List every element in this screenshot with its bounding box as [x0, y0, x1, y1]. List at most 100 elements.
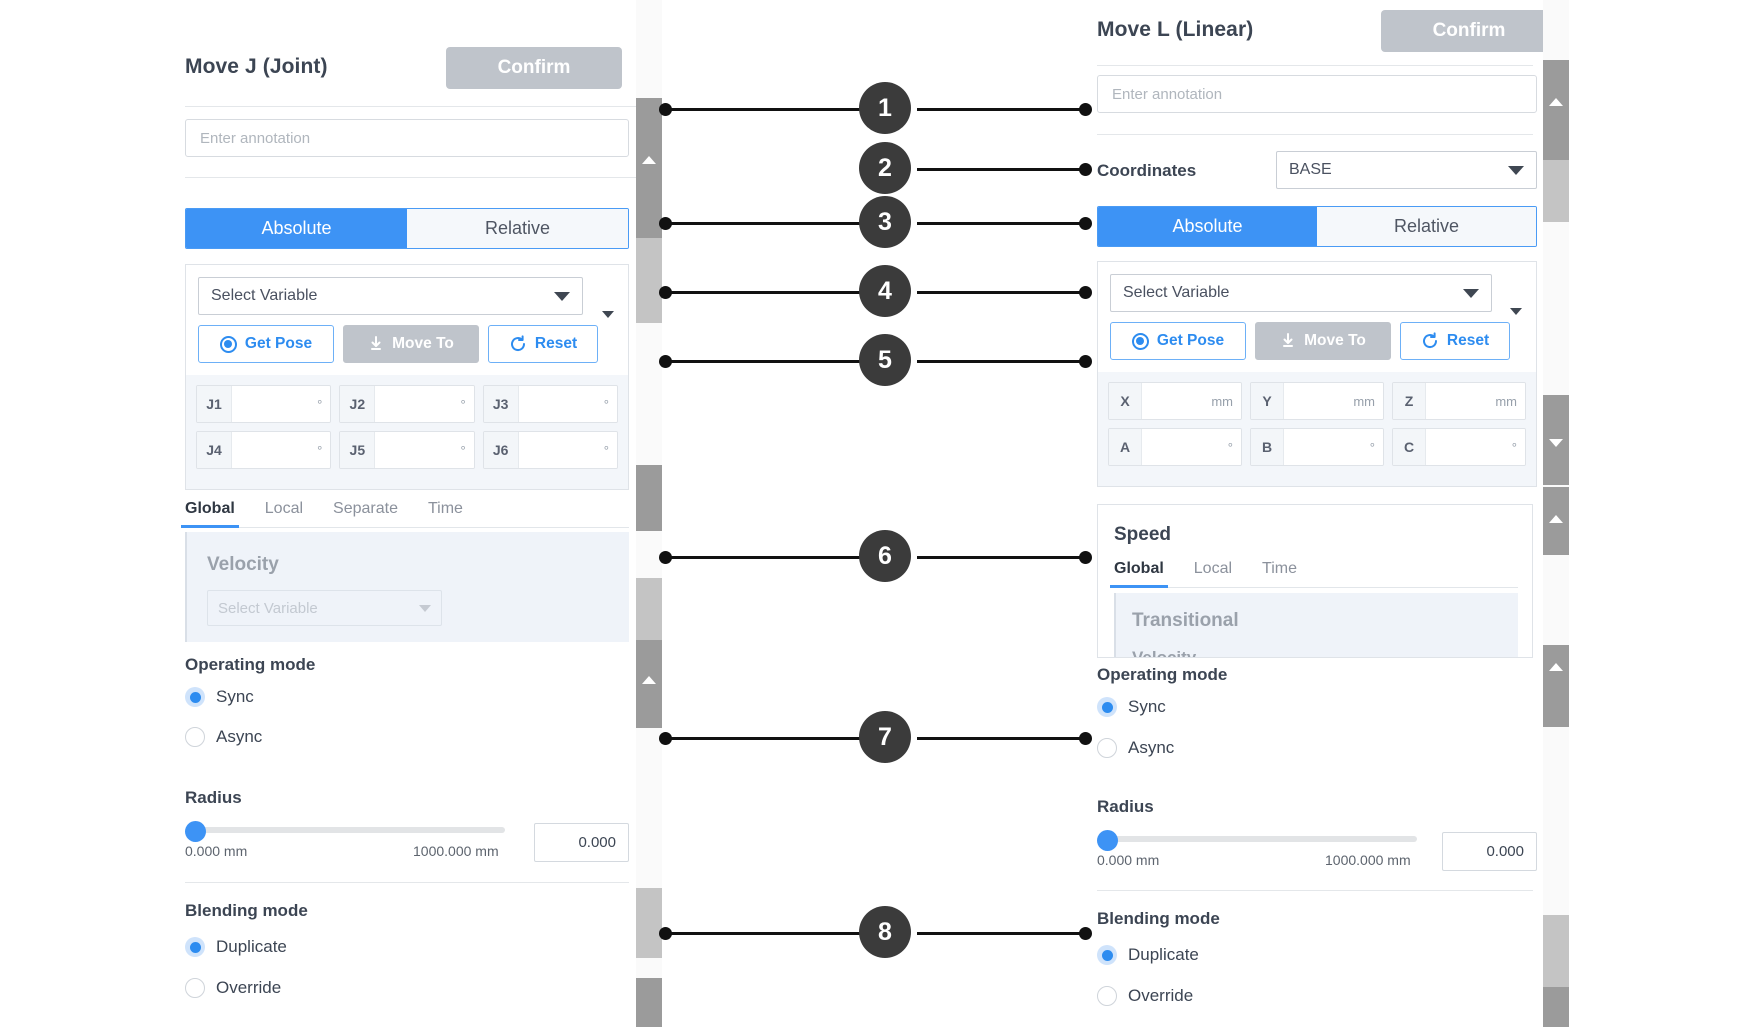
- move-l-radius-value-input[interactable]: 0.000: [1442, 832, 1537, 871]
- move-j-speed-tabs[interactable]: Global Local Separate Time: [181, 500, 629, 528]
- move-j-operating-async-option[interactable]: Async: [185, 727, 262, 747]
- reset-label: Reset: [534, 335, 578, 352]
- callout-line: [917, 360, 1085, 363]
- move-l-variable-select[interactable]: Select Variable: [1110, 274, 1492, 312]
- joint-field-j2[interactable]: J2 °: [339, 385, 475, 423]
- scrollbar-thumb[interactable]: [636, 465, 662, 531]
- scrollbar-track[interactable]: [1543, 915, 1569, 987]
- tab-global[interactable]: Global: [1110, 560, 1168, 588]
- scrollbar-thumb[interactable]: [636, 978, 662, 1027]
- joint-field-j3[interactable]: J3 °: [482, 385, 618, 423]
- scroll-up-icon[interactable]: [642, 676, 656, 684]
- tab-absolute[interactable]: Absolute: [186, 209, 407, 248]
- move-j-radius-value-input[interactable]: 0.000: [534, 823, 629, 862]
- scrollbar-track[interactable]: [636, 578, 662, 640]
- joint-label: J3: [483, 386, 519, 422]
- move-l-coordinates-label: Coordinates: [1097, 161, 1197, 180]
- move-l-reset-button[interactable]: Reset: [1400, 322, 1510, 360]
- pose-field-a[interactable]: A °: [1108, 428, 1242, 466]
- joint-unit: °: [518, 386, 617, 422]
- move-l-get-pose-button[interactable]: Get Pose: [1110, 322, 1246, 360]
- tab-global[interactable]: Global: [181, 500, 239, 528]
- move-j-get-pose-button[interactable]: Get Pose: [198, 325, 334, 363]
- move-l-mode-segmented[interactable]: Absolute Relative: [1097, 206, 1537, 247]
- joint-field-j1[interactable]: J1 °: [196, 385, 332, 423]
- move-l-radius-slider[interactable]: [1097, 830, 1417, 851]
- tab-local[interactable]: Local: [1193, 560, 1233, 577]
- move-l-blending-duplicate-option[interactable]: Duplicate: [1097, 945, 1199, 965]
- tab-time[interactable]: Time: [427, 500, 463, 517]
- scrollbar-thumb[interactable]: [1543, 645, 1569, 727]
- scroll-up-icon[interactable]: [1549, 663, 1563, 671]
- scrollbar-thumb[interactable]: [1543, 60, 1569, 160]
- move-j-annotation-input[interactable]: [185, 119, 629, 157]
- tab-local[interactable]: Local: [264, 500, 304, 517]
- scrollbar-track[interactable]: [636, 238, 662, 323]
- coordinates-select-value: BASE: [1289, 161, 1332, 178]
- scroll-up-icon[interactable]: [1549, 98, 1563, 106]
- transitional-sub-label: Velocity: [1132, 648, 1197, 658]
- pose-field-x[interactable]: X mm: [1108, 382, 1242, 420]
- move-j-blending-duplicate-option[interactable]: Duplicate: [185, 937, 287, 957]
- move-j-velocity-select[interactable]: Select Variable: [207, 590, 442, 626]
- scrollbar-track[interactable]: [636, 888, 662, 958]
- pose-label: Y: [1251, 383, 1284, 419]
- move-l-scrollbar[interactable]: [1543, 0, 1569, 1027]
- tab-separate[interactable]: Separate: [333, 500, 398, 517]
- joint-field-row-2: J4 ° J5 ° J6 °: [196, 431, 618, 469]
- joint-unit: °: [375, 386, 474, 422]
- joint-label: J1: [197, 386, 232, 422]
- radio-label: Override: [216, 978, 282, 997]
- chevron-down-icon: [419, 604, 431, 612]
- move-j-operating-sync-option[interactable]: Sync: [185, 687, 254, 707]
- expand-more-icon[interactable]: [1510, 308, 1522, 315]
- pose-field-y[interactable]: Y mm: [1250, 382, 1384, 420]
- callout-number-4: 4: [859, 265, 911, 317]
- move-j-move-to-button[interactable]: Move To: [343, 325, 479, 363]
- move-j-confirm-button[interactable]: Confirm: [446, 47, 622, 89]
- pose-unit: mm: [1142, 383, 1241, 419]
- pose-field-z[interactable]: Z mm: [1392, 382, 1526, 420]
- slider-knob[interactable]: [1097, 830, 1118, 851]
- move-l-speed-card: Speed Global Local Time Transitional Vel…: [1097, 504, 1533, 658]
- radio-unselected-icon: [1097, 738, 1117, 758]
- slider-knob[interactable]: [185, 821, 206, 842]
- scrollbar-thumb[interactable]: [1543, 487, 1569, 555]
- scroll-down-icon[interactable]: [1549, 439, 1563, 447]
- move-l-coordinates-select[interactable]: BASE: [1276, 151, 1537, 189]
- move-j-scrollbar[interactable]: [636, 0, 662, 1027]
- move-l-speed-tabs[interactable]: Global Local Time: [1110, 560, 1518, 588]
- move-j-blending-override-option[interactable]: Override: [185, 978, 281, 998]
- scroll-up-icon[interactable]: [642, 156, 656, 164]
- move-l-annotation-input[interactable]: [1097, 75, 1537, 113]
- expand-more-icon[interactable]: [602, 311, 614, 318]
- move-j-radius-slider[interactable]: [185, 821, 505, 842]
- tab-time[interactable]: Time: [1262, 560, 1297, 577]
- callout-line: [917, 108, 1085, 111]
- scrollbar-thumb[interactable]: [1543, 395, 1569, 485]
- pose-field-c[interactable]: C °: [1392, 428, 1526, 466]
- move-l-operating-async-option[interactable]: Async: [1097, 738, 1174, 758]
- tab-relative[interactable]: Relative: [1317, 207, 1536, 246]
- scrollbar-track[interactable]: [1543, 160, 1569, 222]
- joint-field-j4[interactable]: J4 °: [196, 431, 332, 469]
- tab-relative[interactable]: Relative: [407, 209, 628, 248]
- move-j-mode-segmented[interactable]: Absolute Relative: [185, 208, 629, 249]
- move-to-label: Move To: [1304, 332, 1366, 349]
- pose-label: X: [1109, 383, 1142, 419]
- scroll-up-icon[interactable]: [1549, 515, 1563, 523]
- joint-field-j5[interactable]: J5 °: [339, 431, 475, 469]
- tab-absolute[interactable]: Absolute: [1098, 207, 1317, 246]
- move-j-reset-button[interactable]: Reset: [488, 325, 598, 363]
- scrollbar-thumb[interactable]: [636, 98, 662, 238]
- scrollbar-thumb[interactable]: [1543, 987, 1569, 1027]
- move-l-move-to-button[interactable]: Move To: [1255, 322, 1391, 360]
- move-l-operating-sync-option[interactable]: Sync: [1097, 697, 1166, 717]
- scrollbar-thumb[interactable]: [636, 640, 662, 728]
- pose-field-b[interactable]: B °: [1250, 428, 1384, 466]
- move-l-blending-override-option[interactable]: Override: [1097, 986, 1193, 1006]
- move-j-variable-select[interactable]: Select Variable: [198, 277, 583, 315]
- joint-field-j6[interactable]: J6 °: [482, 431, 618, 469]
- move-l-confirm-button[interactable]: Confirm: [1381, 10, 1557, 52]
